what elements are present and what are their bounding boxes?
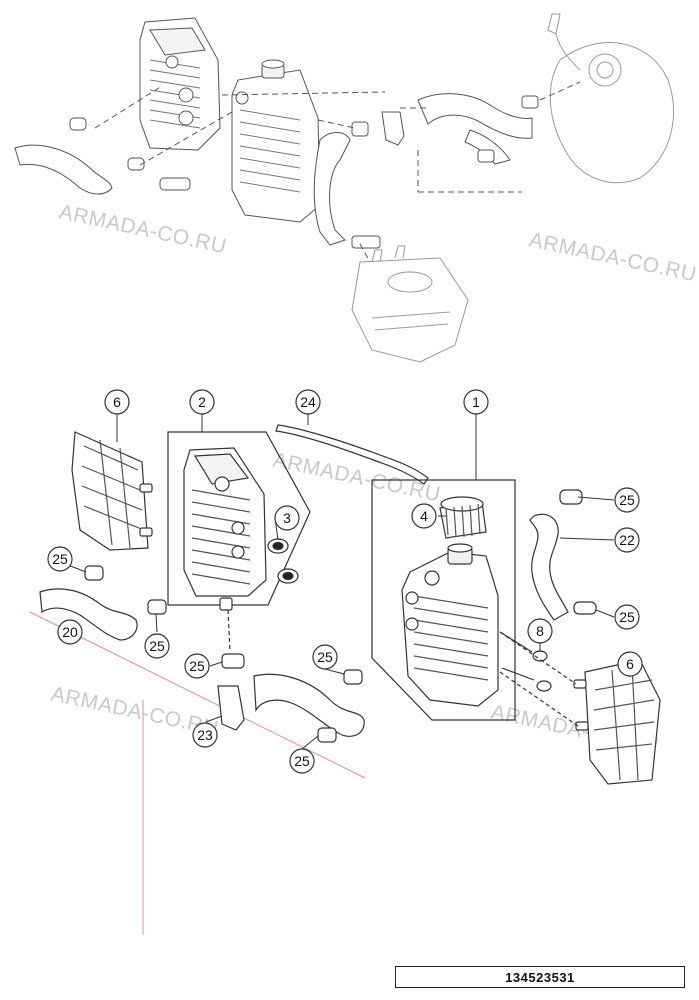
radiator-guard-left bbox=[71, 431, 153, 551]
svg-text:23: 23 bbox=[197, 727, 213, 743]
overview-cylinder bbox=[351, 245, 469, 363]
overview-right-radiator bbox=[231, 59, 321, 223]
svg-text:20: 20 bbox=[62, 624, 78, 640]
overview-upper-hose bbox=[417, 93, 533, 139]
callout-1: 1 bbox=[463, 389, 489, 415]
watermark-2: ARMADA-CO.RU bbox=[527, 228, 699, 286]
hose-clamps bbox=[84, 489, 597, 743]
svg-text:2: 2 bbox=[198, 394, 206, 410]
alignment-lines bbox=[227, 609, 579, 727]
callout-25-b: 25 bbox=[144, 633, 170, 659]
svg-text:25: 25 bbox=[149, 638, 165, 654]
svg-text:8: 8 bbox=[536, 623, 544, 639]
svg-text:6: 6 bbox=[113, 394, 121, 410]
right-radiator-kit-box bbox=[371, 479, 516, 721]
overview-elbow-fitting bbox=[381, 111, 405, 146]
document-number-box: 134523531 bbox=[395, 966, 685, 988]
callout-25-f: 25 bbox=[614, 487, 640, 513]
overview-engine-cover bbox=[547, 13, 674, 184]
exploded-parts bbox=[39, 424, 661, 785]
svg-text:3: 3 bbox=[283, 510, 291, 526]
svg-text:24: 24 bbox=[300, 394, 316, 410]
overview-lower-hose bbox=[14, 144, 113, 195]
callout-23: 23 bbox=[192, 722, 218, 748]
elbow-fitting bbox=[217, 685, 245, 731]
callout-6-right: 6 bbox=[617, 651, 643, 677]
watermark-1: ARMADA-CO.RU bbox=[57, 200, 229, 258]
overview-left-radiator bbox=[139, 17, 221, 151]
svg-text:22: 22 bbox=[619, 532, 635, 548]
hose-lower-center bbox=[253, 673, 365, 737]
callout-25-e: 25 bbox=[289, 748, 315, 774]
screws bbox=[499, 631, 552, 692]
svg-text:6: 6 bbox=[626, 656, 634, 672]
hose-upper-right bbox=[529, 513, 569, 621]
document-number: 134523531 bbox=[505, 969, 575, 985]
callout-25-c: 25 bbox=[184, 653, 210, 679]
svg-text:25: 25 bbox=[52, 551, 68, 567]
callout-25-g: 25 bbox=[614, 604, 640, 630]
grommets bbox=[267, 538, 299, 584]
callout-25-d: 25 bbox=[312, 644, 338, 670]
hose-lower-left bbox=[39, 588, 138, 641]
callout-20: 20 bbox=[57, 619, 83, 645]
callout-6-left: 6 bbox=[104, 389, 130, 415]
overflow-hose bbox=[275, 424, 429, 485]
radiator-cap bbox=[439, 496, 487, 539]
leader-lines bbox=[59, 414, 641, 750]
svg-text:4: 4 bbox=[420, 508, 428, 524]
callout-4: 4 bbox=[411, 503, 437, 529]
callout-3: 3 bbox=[274, 505, 300, 531]
right-radiator bbox=[401, 543, 499, 707]
callouts: 1 2 3 4 6 6 8 20 bbox=[47, 389, 643, 774]
overview-clamps-left bbox=[69, 117, 191, 191]
callout-22: 22 bbox=[614, 527, 640, 553]
overview-assembly bbox=[14, 13, 674, 363]
callout-8: 8 bbox=[527, 618, 553, 644]
svg-text:25: 25 bbox=[619, 492, 635, 508]
svg-text:25: 25 bbox=[317, 649, 333, 665]
svg-text:25: 25 bbox=[189, 658, 205, 674]
callout-24: 24 bbox=[295, 389, 321, 415]
callout-2: 2 bbox=[189, 389, 215, 415]
svg-text:1: 1 bbox=[472, 394, 480, 410]
left-radiator bbox=[183, 447, 267, 611]
radiator-guard-right bbox=[573, 659, 661, 785]
overview-center-hose bbox=[313, 132, 351, 246]
overview-routing-lines bbox=[94, 81, 581, 263]
reference-lines bbox=[29, 611, 366, 935]
svg-text:25: 25 bbox=[619, 609, 635, 625]
left-radiator-kit-box bbox=[167, 431, 311, 606]
callout-25-a: 25 bbox=[47, 546, 73, 572]
svg-text:25: 25 bbox=[294, 753, 310, 769]
